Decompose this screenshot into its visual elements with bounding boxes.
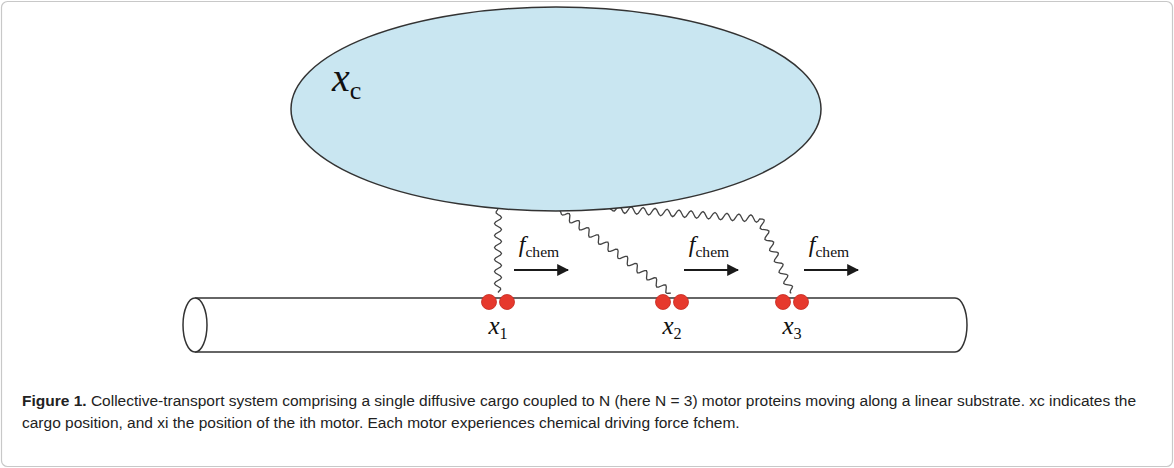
motor-head	[656, 295, 671, 310]
cargo-position-label: xc	[332, 58, 361, 98]
filament-edge	[195, 351, 955, 353]
symbol-letter: x	[662, 312, 673, 339]
force-arrow	[514, 269, 568, 271]
symbol-letter: x	[488, 312, 499, 339]
force-label: fchem	[517, 232, 561, 256]
motor-head	[776, 295, 791, 310]
motor-head	[500, 295, 515, 310]
tether-linker	[495, 209, 502, 293]
symbol-subscript: chem	[695, 243, 729, 260]
motor-protein: x2	[652, 293, 692, 311]
motor-position-label: x2	[662, 313, 681, 338]
filament-end	[955, 298, 967, 352]
motor-head	[794, 295, 809, 310]
symbol-letter: x	[782, 312, 793, 339]
symbol-letter: x	[332, 55, 350, 100]
symbol-letter: f	[809, 231, 816, 257]
symbol-subscript: chem	[525, 243, 559, 260]
substrate-filament	[183, 298, 967, 352]
symbol-letter: f	[519, 231, 526, 257]
symbol-subscript: c	[350, 76, 362, 105]
motor-protein: x3	[772, 293, 812, 311]
caption-number: Figure 1.	[22, 392, 87, 409]
filament-end	[183, 298, 207, 352]
tether-linker	[560, 211, 671, 293]
force-label: fchem	[807, 232, 851, 256]
symbol-subscript: chem	[815, 243, 849, 260]
force-arrow	[804, 269, 858, 271]
motor-position-label: x1	[488, 313, 507, 338]
symbol-subscript: 1	[499, 325, 507, 343]
motor-head	[674, 295, 689, 310]
cargo-shape	[290, 6, 822, 212]
symbol-letter: f	[689, 231, 696, 257]
figure-caption: Figure 1. Collective-transport system co…	[22, 390, 1152, 435]
caption-text: Collective-transport system comprising a…	[22, 392, 1136, 431]
motor-position-label: x3	[782, 313, 801, 338]
force-label: fchem	[687, 232, 731, 256]
symbol-subscript: 2	[673, 325, 681, 343]
symbol-subscript: 3	[793, 325, 801, 343]
motor-heads	[478, 293, 518, 311]
motor-protein: x1	[478, 293, 518, 311]
force-arrow	[684, 269, 738, 271]
motor-heads	[652, 293, 692, 311]
motor-head	[482, 295, 497, 310]
cargo-outline	[291, 7, 821, 211]
filament-edge	[195, 297, 955, 299]
cargo-ellipse: xc	[290, 6, 822, 212]
motor-heads	[772, 293, 812, 311]
tether-linker	[610, 206, 793, 293]
